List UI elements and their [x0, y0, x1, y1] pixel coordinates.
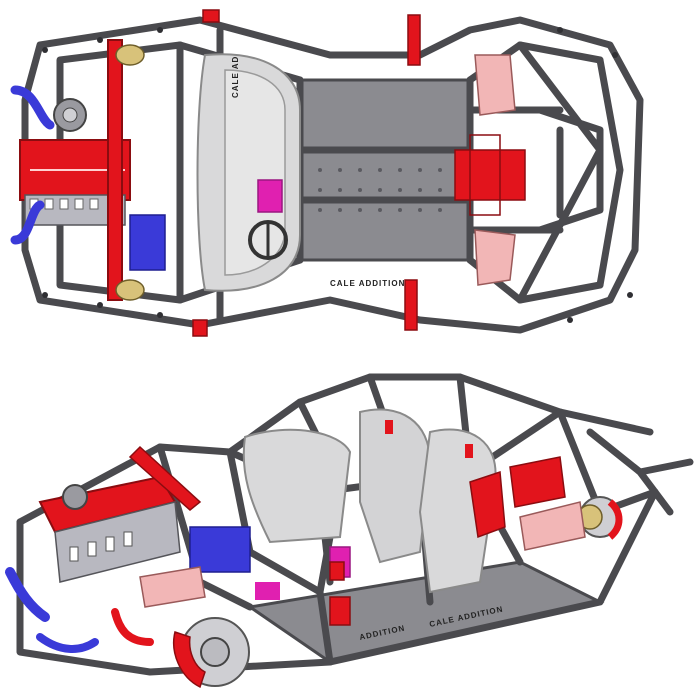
intercooler — [129, 214, 166, 271]
top-view-panel: CALE AD CALE ADDITION — [0, 0, 700, 345]
iso-rear-subframe — [469, 456, 566, 539]
iso-seats — [242, 408, 497, 594]
iso-magenta-bracket — [255, 582, 280, 600]
turbocharger — [53, 98, 87, 132]
iso-coolant-pipes — [5, 526, 251, 653]
seat-cushion — [224, 69, 286, 276]
iso-engine-block — [38, 445, 202, 583]
seat-decal: CALE AD — [231, 56, 240, 98]
iso-front-brake — [111, 566, 250, 689]
iso-view-panel: ADDITION CALE ADDITION — [0, 352, 700, 700]
front-strut-bar — [107, 39, 123, 301]
iso-rear-hub — [519, 496, 623, 551]
iso-view-drawing: ADDITION CALE ADDITION — [5, 373, 694, 689]
iso-mount-brackets — [329, 561, 351, 626]
coolant-pipes — [10, 85, 55, 245]
floor-plate — [298, 78, 472, 262]
pedal-box — [257, 179, 283, 213]
rear-uprights — [474, 54, 516, 286]
panel-divider — [0, 345, 700, 352]
steering-wheel — [248, 220, 288, 260]
mount-brackets — [192, 9, 421, 337]
frame-bolt-flanges — [42, 27, 633, 323]
front-hubs — [115, 44, 145, 301]
top-view-drawing: CALE AD CALE ADDITION — [10, 9, 644, 337]
rear-subframe — [454, 134, 526, 216]
floor-decal: CALE ADDITION — [330, 279, 405, 288]
